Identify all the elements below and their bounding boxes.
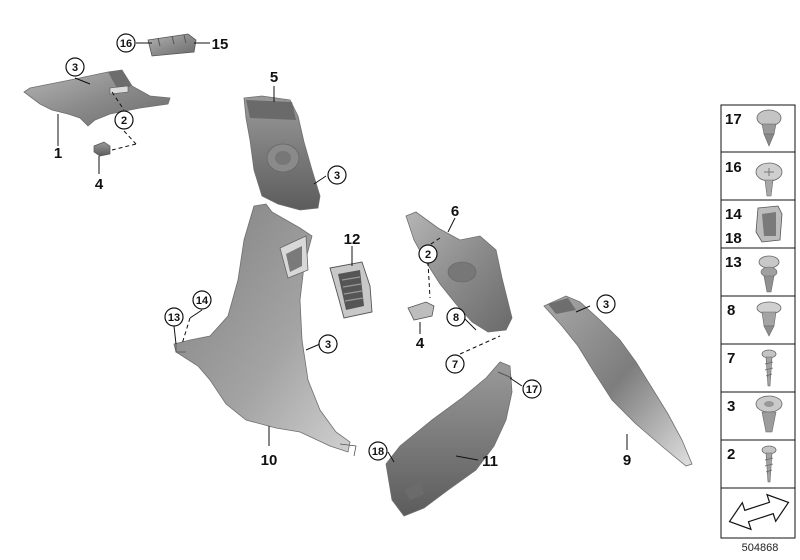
label-6: 6	[451, 203, 459, 220]
label-9: 9	[623, 452, 631, 469]
trim-panel-1	[23, 69, 171, 127]
trim-panel-10	[173, 203, 357, 457]
label-12: 12	[344, 231, 361, 248]
label-10: 10	[261, 452, 278, 469]
sidebar-label-13: 13	[725, 254, 742, 271]
direction-arrow-icon	[728, 493, 790, 531]
reference-number: 504868	[742, 542, 779, 554]
push-clip-icon	[755, 395, 783, 433]
callout-18: 18	[372, 446, 384, 458]
sidebar-label-18: 18	[725, 230, 742, 247]
callout-13: 13	[168, 312, 180, 324]
round-head-screw-icon	[755, 162, 783, 197]
sidebar-label-16: 16	[725, 159, 742, 176]
sidebar-label-2: 2	[727, 446, 735, 463]
trim-panel-9	[543, 295, 693, 467]
self-tapping-screw-icon	[761, 349, 777, 387]
callout-3-a: 3	[72, 62, 78, 74]
sidebar-label-7: 7	[727, 350, 735, 367]
clip-4-right	[407, 301, 435, 321]
callout-3-d: 3	[603, 299, 609, 311]
sidebar-label-8: 8	[727, 302, 735, 319]
trim-panel-6	[405, 211, 513, 333]
callout-3-c: 3	[325, 339, 331, 351]
callout-17: 17	[526, 384, 538, 396]
callouts: 3 2 1 4 16 15 5 3 12 14 13 3 10 6 2 4 8 …	[54, 33, 631, 470]
label-4-b: 4	[416, 335, 425, 352]
callout-8: 8	[453, 312, 459, 324]
callout-3-b: 3	[334, 170, 340, 182]
label-5: 5	[270, 69, 278, 86]
sidebar-label-17: 17	[725, 111, 742, 128]
sidebar-label-14: 14	[725, 206, 742, 223]
trim-panel-5	[243, 95, 321, 211]
label-15: 15	[212, 36, 229, 53]
push-rivet-clip-icon	[756, 109, 782, 147]
callout-16: 16	[120, 38, 132, 50]
plastic-rivet-icon	[756, 301, 782, 337]
clip-4-left	[93, 141, 111, 157]
fastener-sidebar: 17 16 14 18 13 8	[720, 104, 796, 539]
leader-lines	[57, 42, 628, 463]
air-vent-12	[329, 261, 373, 319]
label-1: 1	[54, 145, 62, 162]
bracket-15	[147, 33, 197, 57]
callout-7: 7	[452, 359, 458, 371]
expansion-rivet-icon	[758, 255, 780, 293]
callout-2-b: 2	[425, 249, 431, 261]
callout-2-a: 2	[121, 115, 127, 127]
sidebar-label-3: 3	[727, 398, 735, 415]
spring-clip-icon	[755, 205, 783, 243]
wood-screw-icon	[761, 445, 777, 483]
label-11: 11	[482, 453, 498, 470]
label-4-a: 4	[95, 176, 104, 193]
callout-14: 14	[196, 295, 209, 307]
trim-panel-11	[385, 361, 513, 517]
